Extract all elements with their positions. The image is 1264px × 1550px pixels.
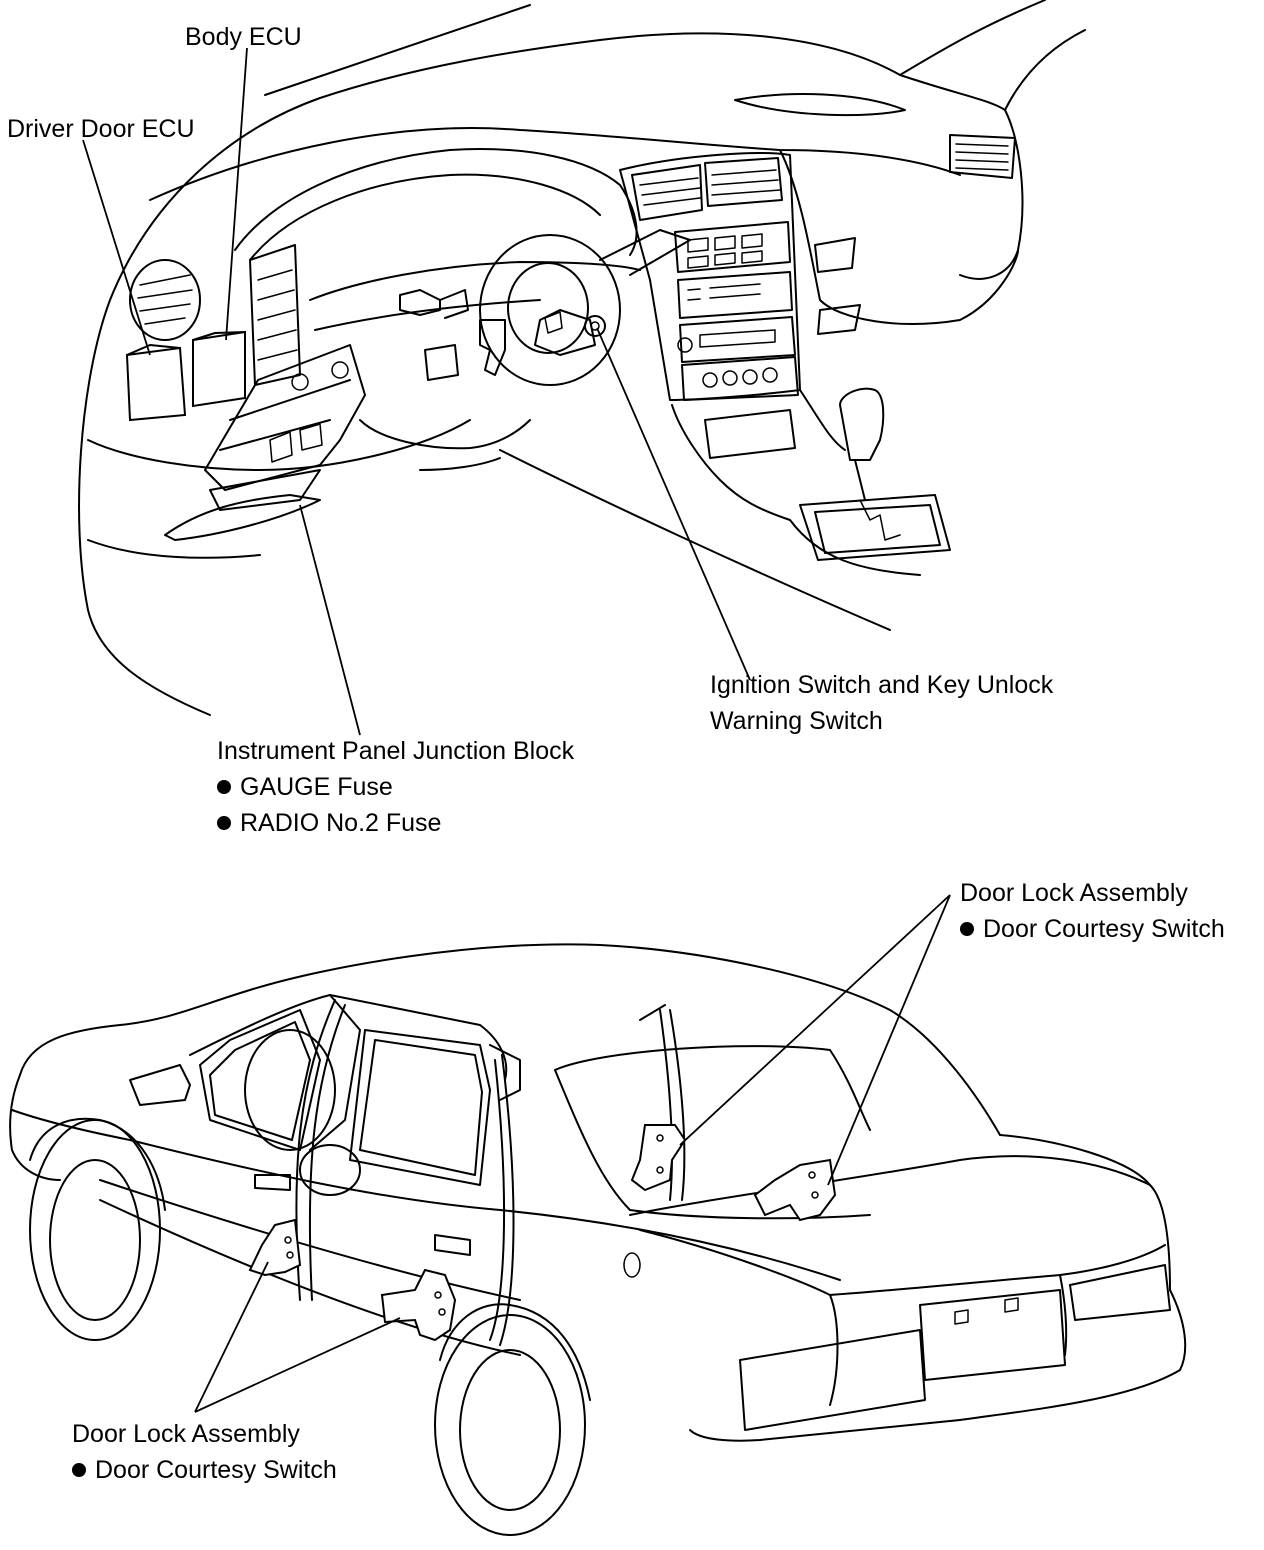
- radio-fuse-label: RADIO No.2 Fuse: [240, 809, 442, 837]
- door-courtesy-switch-right-label: Door Courtesy Switch: [983, 915, 1225, 943]
- door-lock-front-left: [248, 1218, 302, 1277]
- body-ecu-label: Body ECU: [185, 23, 302, 51]
- ignition-switch: [584, 315, 606, 337]
- bullet-icon: [72, 1463, 86, 1477]
- bullet-icon: [960, 922, 974, 936]
- left-vertical-vent: [249, 244, 301, 386]
- bottom-leader-lines: [194, 894, 951, 1413]
- license-plate: [919, 1289, 1066, 1381]
- driver-door-ecu-box: [125, 344, 187, 422]
- gauge-fuse-label: GAUGE Fuse: [240, 773, 393, 801]
- vehicle-illustration: [9, 943, 1187, 1536]
- door-lock-left-title: Door Lock Assembly: [72, 1420, 300, 1448]
- junction-block: [204, 344, 366, 511]
- rear-wheel: [434, 1303, 591, 1536]
- ignition-switch-label-line1: Ignition Switch and Key Unlock: [710, 671, 1054, 699]
- steering-column: [399, 229, 691, 386]
- door-lock-rear-left: [380, 1268, 457, 1342]
- gauge-fuse-item: GAUGE Fuse: [217, 769, 393, 805]
- door-courtesy-switch-left-label: Door Courtesy Switch: [95, 1456, 337, 1484]
- gear-shifter: [789, 387, 951, 576]
- door-lock-front-right: [753, 1158, 837, 1222]
- left-round-vent: [129, 259, 201, 341]
- door-lock-right-item: Door Courtesy Switch: [960, 911, 1225, 947]
- junction-block-label: Instrument Panel Junction Block: [217, 737, 575, 765]
- door-lock-right-title: Door Lock Assembly: [960, 879, 1188, 907]
- bullet-icon: [217, 780, 231, 794]
- top-leader-lines: [82, 47, 751, 736]
- radio-fuse-item: RADIO No.2 Fuse: [217, 805, 441, 841]
- right-air-vent: [949, 134, 1016, 179]
- center-console: [619, 152, 846, 521]
- body-ecu-box: [192, 330, 246, 408]
- ignition-switch-label-line2: Warning Switch: [710, 707, 883, 735]
- driver-door-ecu-label: Driver Door ECU: [7, 115, 195, 143]
- door-lock-left-item: Door Courtesy Switch: [72, 1452, 337, 1488]
- instrument-panel-illustration: [78, 0, 1086, 716]
- bullet-icon: [217, 816, 231, 830]
- door-lock-rear-right: [630, 1124, 687, 1192]
- front-wheel: [29, 1117, 166, 1341]
